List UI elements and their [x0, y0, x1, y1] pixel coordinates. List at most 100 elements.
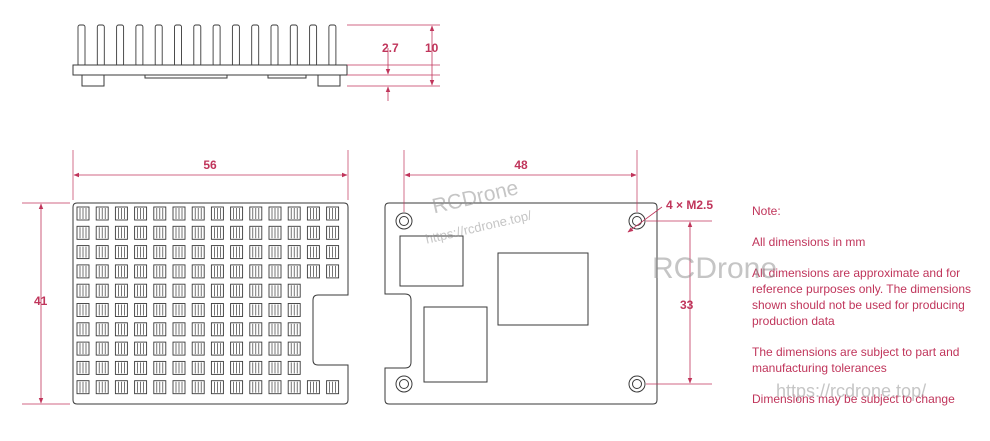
top-fin-pin: [268, 360, 282, 375]
top-fin-pin: [268, 206, 282, 221]
top-fin-pin: [326, 245, 340, 260]
top-fin-pin: [210, 303, 224, 317]
top-fin-pin: [114, 264, 128, 279]
note-change: Dimensions may be subject to change: [752, 392, 955, 406]
top-fin-pin: [249, 360, 263, 375]
top-fin-pin: [230, 264, 244, 279]
dim-label-width-board: 48: [514, 158, 528, 172]
top-fin-pin: [114, 283, 128, 298]
top-fin-pin: [268, 264, 282, 279]
top-fin-pin: [210, 360, 224, 375]
top-fin-pin: [95, 225, 109, 240]
top-fin-pin: [210, 283, 224, 298]
top-fin-pin: [76, 380, 90, 395]
top-fin-pin: [268, 283, 282, 298]
top-fin-pin: [114, 303, 128, 317]
top-fin-pin: [191, 245, 205, 260]
dim-label-mounting-holes: 4 × M2.5: [666, 198, 713, 212]
top-fin-pin: [114, 225, 128, 240]
top-view-fin-grid: [76, 206, 340, 395]
top-fin-pin: [210, 341, 224, 356]
top-fin-pin: [249, 264, 263, 279]
top-fin-pin: [268, 341, 282, 356]
board-chip-small: [399, 235, 464, 287]
mounting-hole-bottom-left: [395, 375, 413, 393]
top-fin-pin: [287, 283, 301, 298]
side-view-foot-right: [317, 74, 341, 87]
top-fin-pin: [172, 341, 186, 356]
top-fin-pin: [230, 283, 244, 298]
dim-label-mount-spacing: 33: [680, 298, 694, 312]
top-view: [72, 202, 349, 405]
top-fin-pin: [76, 264, 90, 279]
top-fin-pin: [134, 322, 148, 337]
top-fin-pin: [287, 206, 301, 221]
top-fin-pin: [287, 303, 301, 317]
top-fin-pin: [230, 206, 244, 221]
board-view: [384, 202, 658, 405]
top-fin-pin: [210, 380, 224, 395]
top-fin-pin: [153, 283, 167, 298]
side-fin: [231, 24, 240, 67]
top-fin-pin: [76, 360, 90, 375]
top-fin-pin: [191, 264, 205, 279]
top-fin-pin: [172, 225, 186, 240]
side-view-base-plate: [72, 64, 348, 76]
top-fin-pin: [114, 245, 128, 260]
side-fin: [154, 24, 163, 67]
top-fin-pin: [210, 322, 224, 337]
top-fin-pin: [230, 225, 244, 240]
top-fin-pin: [172, 245, 186, 260]
top-fin-pin: [287, 245, 301, 260]
dim-label-height-heatsink: 41: [34, 294, 48, 308]
top-fin-pin: [95, 283, 109, 298]
top-fin-pin: [249, 225, 263, 240]
top-fin-pin: [172, 380, 186, 395]
note-units: All dimensions in mm: [752, 235, 866, 249]
top-fin-pin: [153, 380, 167, 395]
top-fin-pin: [249, 341, 263, 356]
top-fin-pin: [191, 380, 205, 395]
side-fin: [270, 24, 279, 67]
top-fin-pin: [153, 322, 167, 337]
top-fin-pin: [153, 264, 167, 279]
top-fin-pin: [268, 322, 282, 337]
top-view-dimensions: 56 41: [22, 150, 349, 405]
side-view-dimensions: 2.7 10: [347, 24, 440, 101]
top-fin-pin: [134, 245, 148, 260]
mounting-hole-bottom-right: [628, 375, 646, 393]
side-fin: [174, 24, 182, 67]
mounting-hole-top-left: [395, 212, 413, 230]
dim-label-fin-height: 2.7: [382, 41, 399, 55]
top-fin-pin: [191, 206, 205, 221]
side-fin: [212, 24, 221, 67]
top-fin-pin: [287, 380, 301, 395]
top-fin-pin: [287, 322, 301, 337]
side-view-foot-left: [81, 74, 105, 87]
side-fin: [77, 24, 86, 67]
top-fin-pin: [95, 245, 109, 260]
top-fin-pin: [268, 380, 282, 395]
side-view: [72, 24, 348, 87]
top-fin-pin: [76, 283, 90, 298]
top-fin-pin: [172, 322, 186, 337]
top-fin-pin: [249, 303, 263, 317]
top-fin-pin: [153, 206, 167, 221]
top-fin-pin: [172, 303, 186, 317]
dim-label-total-height: 10: [425, 41, 439, 55]
note-tolerances: The dimensions are subject to part and m…: [752, 345, 960, 375]
top-fin-pin: [230, 303, 244, 317]
side-fin: [96, 24, 105, 67]
top-fin-pin: [306, 245, 320, 260]
top-fin-pin: [114, 380, 128, 395]
top-fin-pin: [191, 303, 205, 317]
top-fin-pin: [95, 360, 109, 375]
top-fin-pin: [134, 283, 148, 298]
top-fin-pin: [306, 380, 320, 395]
top-fin-pin: [134, 360, 148, 375]
top-fin-pin: [326, 206, 340, 221]
top-fin-pin: [230, 322, 244, 337]
notes-panel: Note: All dimensions in mm All dimension…: [752, 203, 977, 422]
top-fin-pin: [306, 225, 320, 240]
top-fin-pin: [172, 360, 186, 375]
